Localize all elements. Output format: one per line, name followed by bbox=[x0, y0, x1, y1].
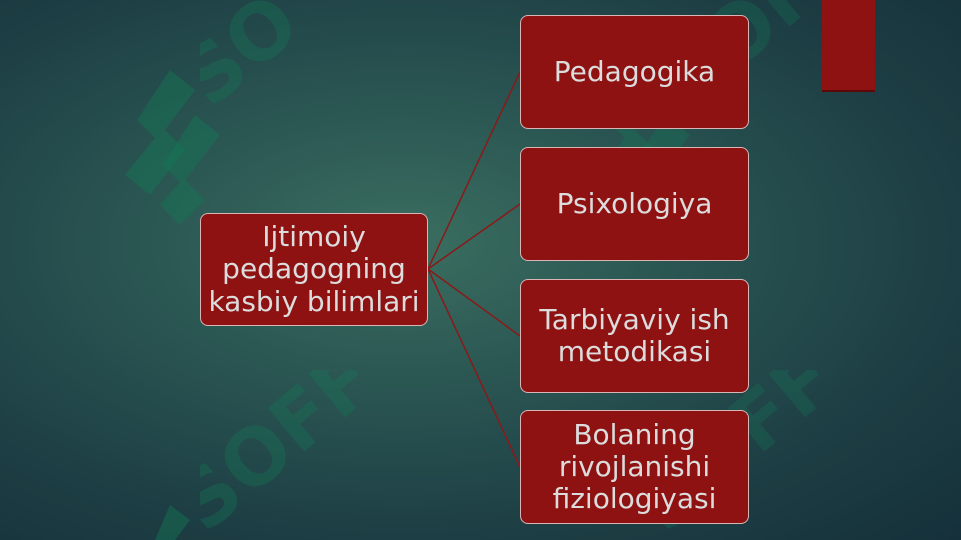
child-node-pedagogika: Pedagogika bbox=[520, 15, 749, 129]
child-node-label: Pedagogika bbox=[553, 54, 716, 88]
connector-line bbox=[427, 268, 521, 468]
child-node-fiziologiya: Bolaning rivojlanishi fiziologiyasi bbox=[520, 410, 749, 524]
child-node-psixologiya: Psixologiya bbox=[520, 147, 749, 261]
child-node-label: Psixologiya bbox=[556, 186, 713, 220]
connector-line bbox=[427, 203, 521, 270]
root-node-label: Ijtimoiy pedagogning kasbiy bilimlari bbox=[208, 220, 420, 318]
child-node-label: Tarbiyaviy ish metodikasi bbox=[539, 302, 730, 368]
root-node: Ijtimoiy pedagogning kasbiy bilimlari bbox=[200, 213, 428, 326]
child-node-label: Bolaning rivojlanishi fiziologiyasi bbox=[552, 417, 717, 516]
connector-line bbox=[427, 71, 521, 270]
child-node-tarbiyaviy: Tarbiyaviy ish metodikasi bbox=[520, 279, 749, 393]
accent-bar bbox=[822, 0, 875, 92]
connector-line bbox=[427, 268, 521, 337]
